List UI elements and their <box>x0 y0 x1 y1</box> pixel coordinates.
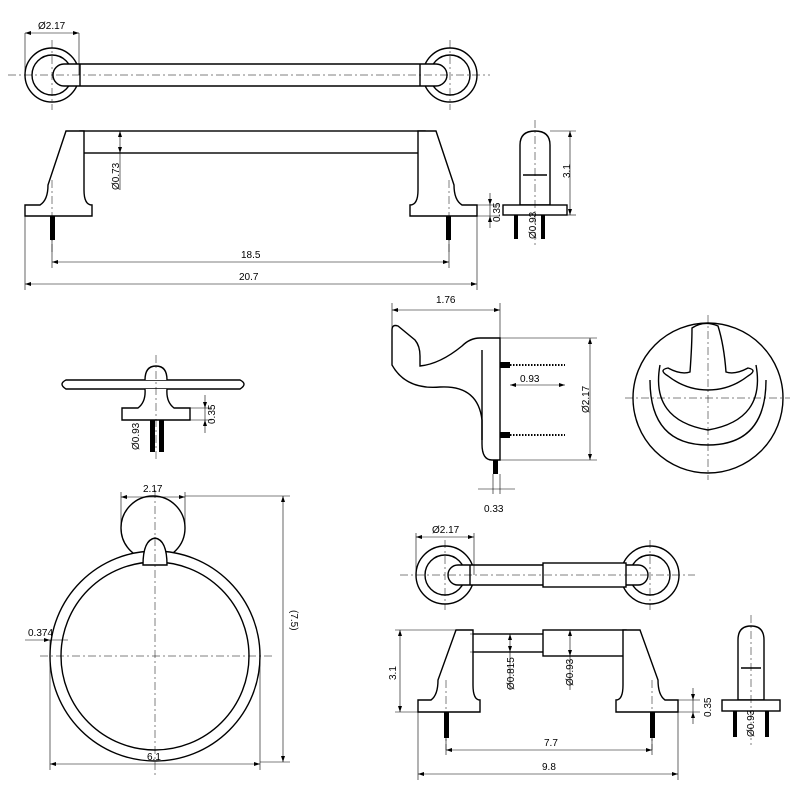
robe-hook-height-label: Ø2.17 <box>581 385 592 413</box>
towel-ring: 2.17 0.374 (7.5) 6.1 <box>25 484 299 775</box>
towel-bar-overall-length-label: 20.7 <box>239 272 259 283</box>
towel-ring-thickness-label: 0.374 <box>28 628 53 639</box>
towel-ring-height-label: (7.5) <box>288 610 299 631</box>
paper-holder-front-view: 3.1 Ø0.815 Ø0.93 0.35 7.7 9.8 <box>388 629 714 780</box>
robe-hook-screw-spacing-label: 0.93 <box>520 374 540 385</box>
paper-holder-top-view: Ø2.17 <box>400 525 695 610</box>
paper-holder-rosette-diameter-label: Ø2.17 <box>432 525 460 536</box>
towel-bar-rosette-diameter-label: Ø2.17 <box>38 21 66 32</box>
hook-top-view: 0.35 Ø0.93 <box>61 355 245 460</box>
towel-bar-side-view: 3.1 Ø0.93 <box>502 120 576 245</box>
towel-ring-width-label: 6.1 <box>147 752 161 763</box>
paper-holder-screw-diameter-label: Ø0.93 <box>746 709 757 737</box>
paper-holder-side-view: Ø0.93 <box>721 615 781 745</box>
towel-bar-top-view: Ø2.17 <box>8 21 490 110</box>
robe-hook-depth-label: 1.76 <box>436 295 456 306</box>
paper-holder-height-label: 3.1 <box>388 666 399 680</box>
towel-bar-front-view: Ø0.73 0.35 18.5 20.7 <box>24 130 503 290</box>
paper-holder-rod-diameter-label: Ø0.815 <box>506 657 517 690</box>
towel-ring-rosette-width-label: 2.17 <box>143 484 163 495</box>
towel-bar-bar-diameter-label: Ø0.73 <box>111 162 122 190</box>
paper-holder-overall-length-label: 9.8 <box>542 762 556 773</box>
hook-top-post-length-label: 0.35 <box>207 404 218 424</box>
towel-bar-height-label: 3.1 <box>562 164 573 178</box>
paper-holder-centers-label: 7.7 <box>544 738 558 749</box>
robe-hook-front-view <box>625 315 790 480</box>
towel-bar-post-length-label: 0.35 <box>492 202 503 222</box>
robe-hook-post-length-label: 0.33 <box>484 504 504 515</box>
hook-top-screw-diameter-label: Ø0.93 <box>131 422 142 450</box>
towel-bar-screw-diameter-label: Ø0.93 <box>528 211 539 239</box>
paper-holder-sleeve-diameter-label: Ø0.93 <box>565 658 576 686</box>
towel-bar-centers-label: 18.5 <box>241 250 261 261</box>
robe-hook-side-view: 1.76 0.93 Ø2.17 0.33 <box>391 295 597 515</box>
paper-holder-post-length-label: 0.35 <box>703 697 714 717</box>
